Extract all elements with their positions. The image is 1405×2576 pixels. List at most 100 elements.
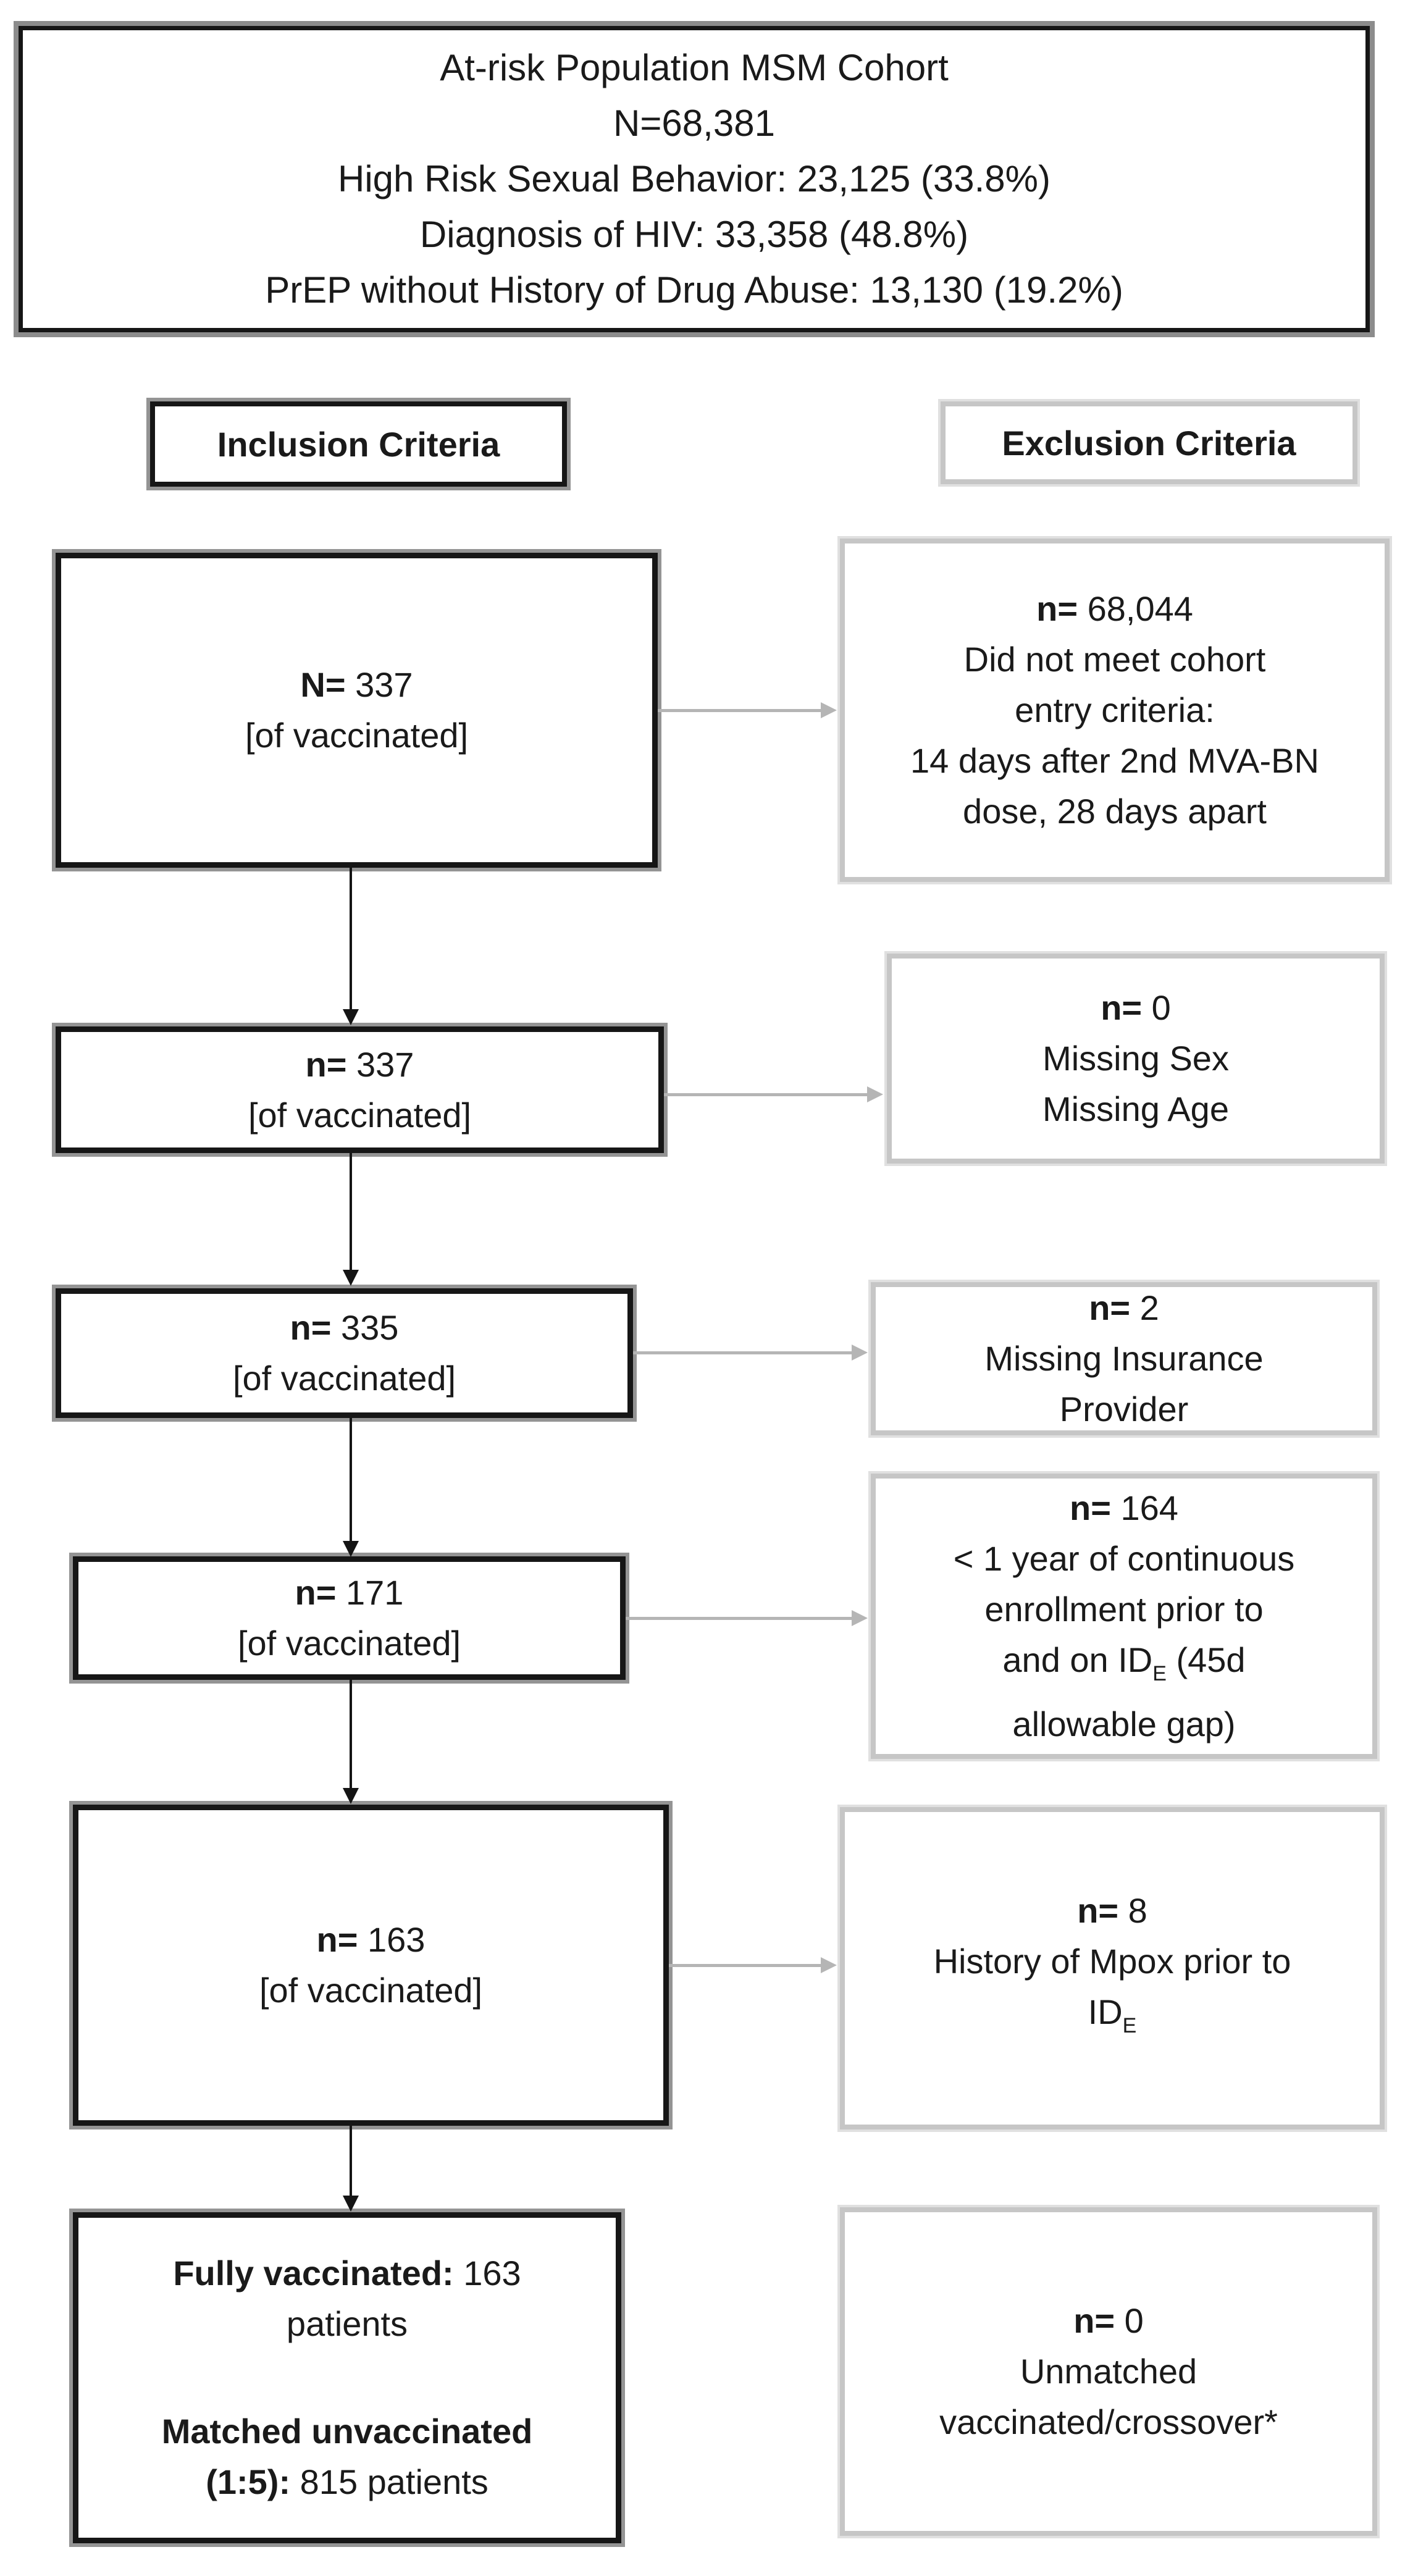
exclusion-3-n-prefix: n=	[1089, 1288, 1131, 1327]
exclusion-box-5: n= 8 History of Mpox prior to IDE	[840, 1807, 1385, 2129]
exclusion-2-reason-line-1: Missing Sex	[1042, 1039, 1229, 1078]
exclusion-box-4: n= 164 < 1 year of continuous enrollment…	[871, 1474, 1377, 1759]
exclusion-arrowhead-4	[852, 1610, 868, 1626]
exclusion-4-reason-line-1: < 1 year of continuous	[953, 1539, 1295, 1578]
exclusion-4-reason-line-2: enrollment prior to	[984, 1590, 1264, 1629]
down-arrowhead-3	[343, 1541, 359, 1557]
matched-unvaccinated-label: Matched unvaccinated	[161, 2412, 533, 2451]
inclusion-step-3-box: n= 335 [of vaccinated]	[56, 1288, 633, 1418]
exclusion-arrowhead-2	[867, 1086, 883, 1102]
step-5-note: [of vaccinated]	[259, 1971, 483, 2010]
step-5-n-prefix: n=	[316, 1920, 358, 1959]
step-2-n-prefix: n=	[305, 1044, 347, 1084]
exclusion-2-reason-line-2: Missing Age	[1042, 1089, 1229, 1128]
exclusion-3-n-value: 2	[1130, 1288, 1159, 1327]
step-5-count-line: n= 163	[317, 1915, 426, 1965]
exclusion-3-count-line: n= 2	[1089, 1283, 1159, 1333]
exclusion-6-n-value: 0	[1115, 2301, 1144, 2340]
step-3-note: [of vaccinated]	[232, 1359, 456, 1398]
step-3-n-value: 335	[331, 1308, 399, 1347]
exclusion-1-n-value: 68,044	[1078, 589, 1193, 628]
down-arrow-5	[350, 2126, 352, 2196]
exclusion-1-n-prefix: n=	[1036, 589, 1078, 628]
step-1-n-value: 337	[345, 665, 413, 704]
exclusion-4-reason-line-4: allowable gap)	[1012, 1705, 1236, 1743]
cohort-hiv-line: Diagnosis of HIV: 33,358 (48.8%)	[419, 214, 969, 255]
exclusion-1-reason-line-2: entry criteria:	[1015, 690, 1215, 729]
exclusion-arrow-1	[658, 709, 821, 712]
step-2-count-line: n= 337	[306, 1039, 414, 1090]
cohort-title: At-risk Population MSM Cohort	[440, 47, 949, 88]
exclusion-arrowhead-1	[821, 702, 837, 718]
exclusion-5-reason-line-1: History of Mpox prior to	[933, 1942, 1291, 1981]
final-cohort-box: Fully vaccinated: 163 patients Matched u…	[73, 2212, 621, 2543]
step-5-n-value: 163	[358, 1920, 426, 1959]
exclusion-3-reason-line-1: Missing Insurance	[984, 1339, 1264, 1378]
step-2-note: [of vaccinated]	[248, 1095, 472, 1135]
step-3-count-line: n= 335	[290, 1303, 399, 1353]
inclusion-step-1-box: N= 337 [of vaccinated]	[56, 553, 658, 868]
final-patients-line: patients	[286, 2304, 408, 2343]
step-1-n-prefix: N=	[300, 665, 346, 704]
fully-vaccinated-count: 163	[453, 2254, 521, 2293]
exclusion-1-reason-line-4: dose, 28 days apart	[963, 792, 1267, 831]
exclusion-5-id-subscript: E	[1122, 2014, 1137, 2037]
inclusion-step-2-box: n= 337 [of vaccinated]	[56, 1026, 664, 1153]
exclusion-criteria-header: Exclusion Criteria	[941, 401, 1357, 484]
exclusion-4-gap-text: (45d	[1166, 1640, 1246, 1679]
fully-vaccinated-label: Fully vaccinated:	[173, 2254, 454, 2293]
exclusion-box-6: n= 0 Unmatched vaccinated/crossover*	[840, 2207, 1377, 2536]
step-4-count-line: n= 171	[295, 1567, 404, 1618]
down-arrow-1	[350, 868, 352, 1010]
step-1-count-line: N= 337	[300, 660, 413, 710]
final-matched-count-line: (1:5): 815 patients	[206, 2457, 489, 2507]
cohort-summary-box: At-risk Population MSM Cohort N=68,381 H…	[19, 26, 1370, 332]
exclusion-4-reason-line-3: and on IDE (45d	[1002, 1635, 1245, 1699]
exclusion-arrowhead-3	[852, 1345, 868, 1361]
inclusion-step-4-box: n= 171 [of vaccinated]	[73, 1556, 626, 1680]
down-arrowhead-1	[343, 1009, 359, 1025]
exclusion-1-count-line: n= 68,044	[1036, 584, 1193, 634]
exclusion-4-n-value: 164	[1110, 1488, 1178, 1527]
matched-ratio-label: (1:5):	[206, 2462, 291, 2501]
exclusion-6-count-line: n= 0	[1073, 2296, 1144, 2346]
exclusion-6-n-prefix: n=	[1073, 2301, 1115, 2340]
down-arrow-4	[350, 1680, 352, 1789]
cohort-high-risk-line: High Risk Sexual Behavior: 23,125 (33.8%…	[338, 158, 1051, 199]
exclusion-arrow-4	[626, 1617, 852, 1620]
exclusion-4-count-line: n= 164	[1070, 1483, 1178, 1533]
exclusion-4-id-text: and on ID	[1002, 1640, 1153, 1679]
exclusion-5-n-value: 8	[1118, 1891, 1147, 1930]
matched-count: 815 patients	[290, 2462, 489, 2501]
exclusion-box-2: n= 0 Missing Sex Missing Age	[887, 954, 1385, 1164]
exclusion-5-n-prefix: n=	[1077, 1891, 1119, 1930]
final-matched-label-line: Matched unvaccinated	[162, 2406, 533, 2457]
exclusion-1-reason-line-1: Did not meet cohort	[963, 640, 1266, 679]
step-1-note: [of vaccinated]	[245, 716, 469, 755]
inclusion-step-5-box: n= 163 [of vaccinated]	[73, 1805, 669, 2126]
down-arrowhead-2	[343, 1270, 359, 1286]
exclusion-6-reason-line-2: vaccinated/crossover*	[939, 2402, 1278, 2441]
exclusion-box-1: n= 68,044 Did not meet cohort entry crit…	[840, 539, 1390, 882]
down-arrowhead-4	[343, 1788, 359, 1804]
exclusion-2-count-line: n= 0	[1101, 983, 1171, 1033]
exclusion-5-count-line: n= 8	[1077, 1886, 1147, 1936]
cohort-prep-line: PrEP without History of Drug Abuse: 13,1…	[265, 269, 1123, 311]
final-fully-vaccinated-line: Fully vaccinated: 163	[173, 2248, 521, 2299]
exclusion-arrow-5	[669, 1964, 821, 1967]
exclusion-box-3: n= 2 Missing Insurance Provider	[871, 1282, 1377, 1435]
exclusion-6-reason-line-1: Unmatched	[1020, 2352, 1197, 2391]
exclusion-2-n-prefix: n=	[1101, 988, 1143, 1027]
exclusion-criteria-label: Exclusion Criteria	[1002, 423, 1296, 463]
exclusion-4-id-subscript: E	[1152, 1662, 1167, 1685]
step-4-n-prefix: n=	[295, 1573, 337, 1612]
exclusion-arrow-2	[664, 1093, 868, 1096]
exclusion-2-n-value: 0	[1142, 988, 1171, 1027]
exclusion-arrowhead-5	[821, 1957, 837, 1973]
step-3-n-prefix: n=	[290, 1308, 332, 1347]
exclusion-5-reason-line-2: IDE	[1088, 1987, 1137, 2051]
exclusion-4-n-prefix: n=	[1070, 1488, 1111, 1527]
exclusion-1-reason-line-3: 14 days after 2nd MVA-BN	[910, 741, 1319, 780]
exclusion-5-id-text: ID	[1088, 1992, 1123, 2031]
